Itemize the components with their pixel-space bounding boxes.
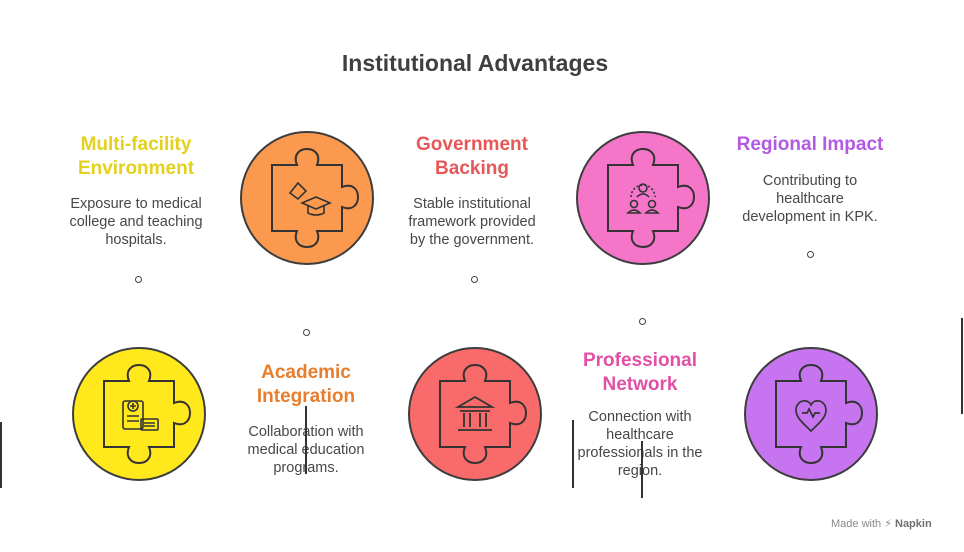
puzzle-circle-government [408, 347, 542, 481]
connector-dot [807, 251, 814, 258]
edge-line [961, 318, 963, 414]
puzzle-circle-multi-facility [72, 347, 206, 481]
connector-dot [135, 276, 142, 283]
footer-watermark: Made with ⚡ Napkin [831, 518, 932, 530]
connector-line [305, 406, 307, 474]
people-network-icon [626, 183, 660, 214]
puzzle-circle-professional [576, 131, 710, 265]
item-heading-regional: Regional Impact [736, 134, 884, 155]
connector-line [641, 441, 643, 498]
government-building-icon [454, 395, 496, 431]
puzzle-circle-academic [240, 131, 374, 265]
hospital-building-icon [122, 400, 159, 431]
connector-dot [471, 276, 478, 283]
heart-location-icon [795, 400, 827, 433]
connector-dot [639, 318, 646, 325]
connector-dot [303, 329, 310, 336]
graduation-cap-icon [288, 181, 333, 216]
diagram-title: Institutional Advantages [341, 50, 609, 76]
napkin-logo-icon: ⚡ [884, 518, 892, 530]
puzzle-circle-regional [744, 347, 878, 481]
connector-line [572, 420, 574, 488]
edge-line [0, 422, 2, 488]
